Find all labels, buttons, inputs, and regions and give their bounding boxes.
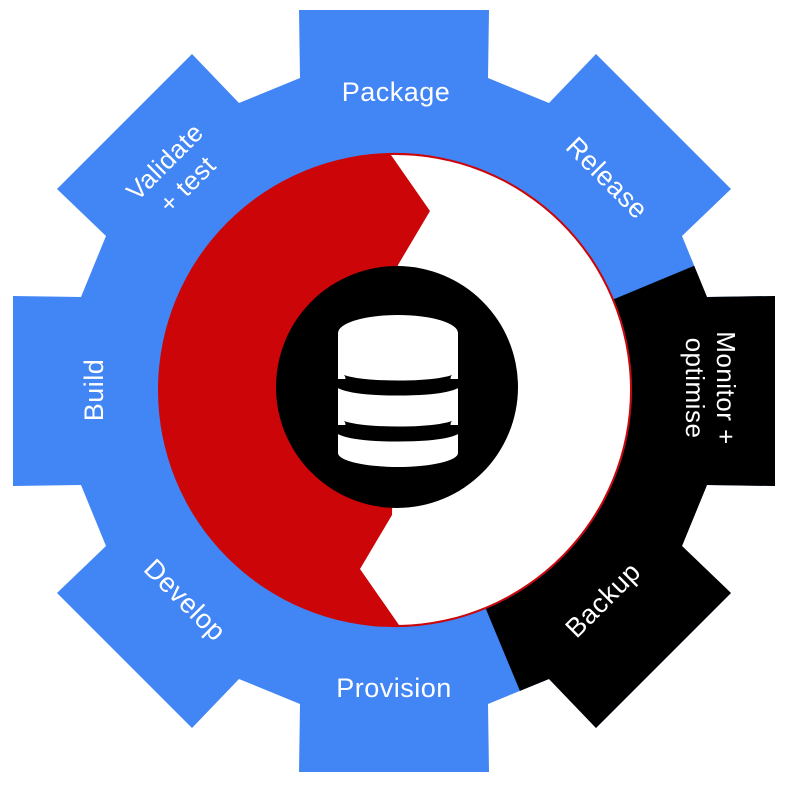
database-icon	[330, 315, 466, 467]
segment-label-monitor-line2: optimise	[680, 338, 710, 439]
segment-label-monitor-optimise: Monitor + optimise	[680, 331, 741, 445]
segment-label-provision: Provision	[336, 673, 452, 703]
segment-label-package: Package	[342, 77, 451, 107]
segment-label-build-text: Build	[79, 359, 109, 422]
segment-label-build: Build	[79, 359, 109, 422]
database-slit-lower	[330, 420, 466, 442]
database-slit-upper	[330, 374, 466, 396]
segment-label-monitor-line1: Monitor +	[711, 331, 741, 445]
